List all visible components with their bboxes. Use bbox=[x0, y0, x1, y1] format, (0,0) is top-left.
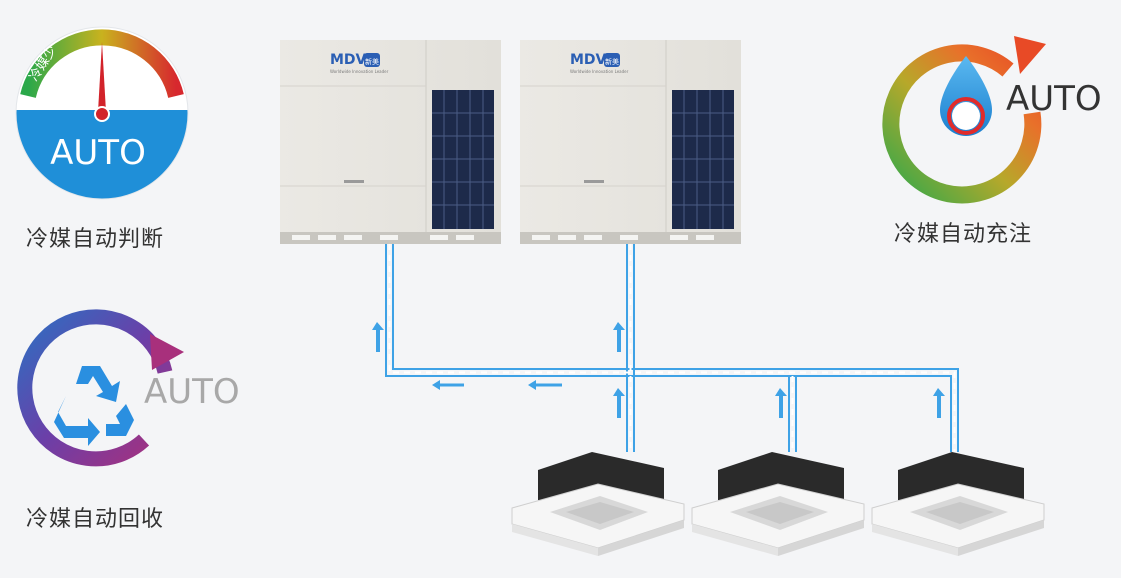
outdoor-unit-1-brand-mark bbox=[364, 53, 380, 67]
outdoor-unit-2-brand-mark bbox=[604, 53, 620, 67]
gauge-icon bbox=[15, 26, 189, 200]
outdoor-unit-2 bbox=[520, 40, 741, 244]
recover-auto-label: AUTO bbox=[144, 372, 240, 412]
outdoor-unit-2-tagline: Worldwide Innovation Leader bbox=[570, 69, 629, 74]
indoor-unit-1 bbox=[511, 452, 685, 556]
indoor-unit-2 bbox=[691, 452, 865, 556]
outdoor-unit-1-tagline: Worldwide Innovation Leader bbox=[330, 69, 389, 74]
charge-feature-label: 冷媒自动充注 bbox=[894, 222, 1033, 247]
refrigerant-piping bbox=[385, 244, 959, 452]
outdoor-unit-2-brand-sub: 新美 bbox=[605, 57, 619, 66]
outdoor-unit-2-brand: MDV bbox=[570, 52, 607, 68]
recover-feature-label: 冷媒自动回收 bbox=[26, 507, 165, 532]
judge-feature-label: 冷媒自动判断 bbox=[26, 227, 165, 252]
flow-arrows bbox=[372, 322, 945, 418]
outdoor-unit-1-brand: MDV bbox=[330, 52, 367, 68]
outdoor-unit-1-brand-sub: 新美 bbox=[365, 57, 379, 66]
indoor-unit-3 bbox=[871, 452, 1045, 556]
charge-auto-label: AUTO bbox=[1006, 79, 1102, 119]
recycle-icon bbox=[17, 309, 184, 467]
charge-icon bbox=[882, 36, 1046, 204]
judge-auto-label: AUTO bbox=[50, 133, 146, 173]
outdoor-unit-1 bbox=[280, 40, 501, 244]
